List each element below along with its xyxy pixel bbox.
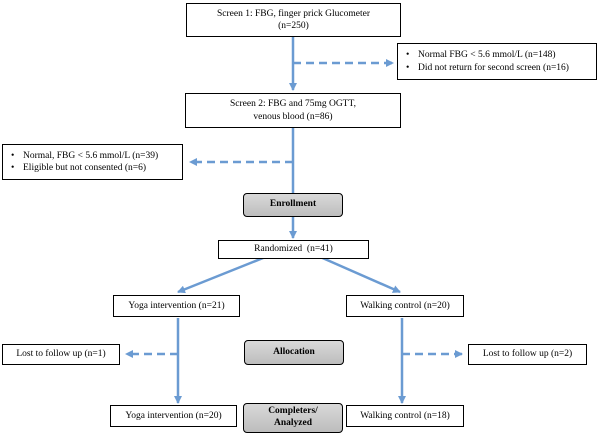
randomized-box: Randomized (n=41) bbox=[218, 240, 369, 259]
excluded-screen2-item: Eligible but not consented (n=6) bbox=[9, 162, 158, 175]
excluded-screen1-item: Normal FBG < 5.6 mmol/L (n=148) bbox=[404, 49, 569, 62]
randomized-label: Randomized (n=41) bbox=[254, 244, 333, 255]
screen2-title: Screen 2: FBG and 75mg OGTT, bbox=[230, 99, 356, 110]
walking-completed-label: Walking control (n=18) bbox=[360, 410, 450, 421]
connector-randomized-to-walking bbox=[317, 254, 401, 294]
screen1-box: Screen 1: FBG, finger prick Glucometer (… bbox=[186, 3, 401, 37]
stage-completers-label: Completers/ bbox=[268, 406, 318, 417]
stage-completers-analyzed: Completers/ Analyzed bbox=[243, 403, 343, 433]
excluded-screen2-item: Normal, FBG < 5.6 mmol/L (n=39) bbox=[9, 150, 158, 163]
stage-allocation-label: Allocation bbox=[273, 346, 315, 357]
screen1-count: (n=250) bbox=[278, 21, 309, 31]
stage-enrollment-label: Enrollment bbox=[269, 199, 317, 210]
screen2-box: Screen 2: FBG and 75mg OGTT, venous bloo… bbox=[185, 93, 401, 128]
walking-lost-label: Lost to follow up (n=2) bbox=[482, 349, 573, 360]
connector-randomized-to-yoga bbox=[177, 254, 269, 294]
walking-allocated-label: Walking control (n=20) bbox=[360, 300, 450, 311]
stage-allocation: Allocation bbox=[244, 340, 344, 365]
yoga-lost-label: Lost to follow up (n=1) bbox=[16, 349, 106, 360]
walking-lost-box: Lost to follow up (n=2) bbox=[468, 344, 587, 365]
stage-enrollment: Enrollment bbox=[243, 193, 343, 217]
screen2-detail: venous blood (n=86) bbox=[253, 111, 333, 122]
yoga-allocated-label: Yoga intervention (n=21) bbox=[128, 300, 225, 311]
yoga-allocated-box: Yoga intervention (n=21) bbox=[113, 295, 240, 317]
yoga-completed-box: Yoga intervention (n=20) bbox=[110, 405, 237, 427]
excluded-screen2-box: Normal, FBG < 5.6 mmol/L (n=39) Eligible… bbox=[2, 144, 183, 180]
walking-allocated-box: Walking control (n=20) bbox=[346, 295, 464, 317]
screen1-title: Screen 1: FBG, finger prick Glucometer bbox=[216, 8, 370, 19]
stage-analyzed-label: Analyzed bbox=[274, 418, 312, 428]
excluded-screen1-box: Normal FBG < 5.6 mmol/L (n=148) Did not … bbox=[397, 43, 597, 80]
yoga-lost-box: Lost to follow up (n=1) bbox=[2, 344, 120, 365]
yoga-completed-label: Yoga intervention (n=20) bbox=[125, 410, 222, 421]
walking-completed-box: Walking control (n=18) bbox=[346, 405, 464, 427]
excluded-screen1-item: Did not return for second screen (n=16) bbox=[404, 62, 569, 75]
